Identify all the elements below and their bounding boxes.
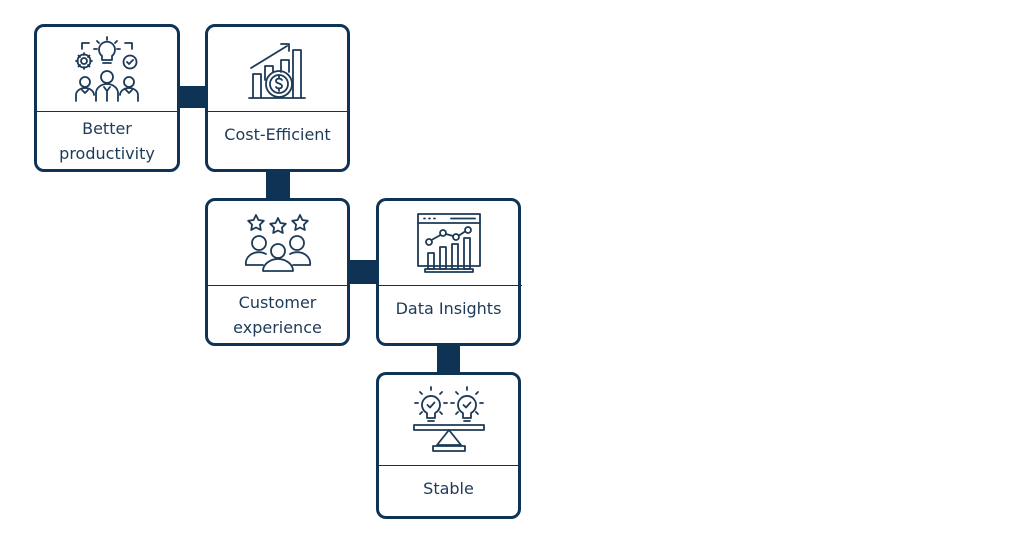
customer-rating-icon bbox=[208, 201, 347, 285]
node-label: Cost-Efficient bbox=[208, 112, 347, 169]
node-cost-efficient: Cost-Efficient bbox=[205, 24, 350, 172]
node-divider bbox=[208, 111, 347, 112]
node-label: Data Insights bbox=[379, 286, 518, 343]
label-line: Cost-Efficient bbox=[224, 125, 331, 144]
label-line: Stable bbox=[423, 478, 474, 498]
label-line: experience bbox=[233, 317, 322, 337]
connector-customer-data bbox=[346, 260, 379, 284]
dollar-growth-chart-icon bbox=[208, 27, 347, 111]
label-line: Data Insights bbox=[395, 299, 502, 318]
connector-cost-customer bbox=[266, 168, 290, 202]
node-label: Stable bbox=[379, 466, 518, 516]
balance-scale-ideas-icon bbox=[379, 375, 518, 465]
node-stable: Stable bbox=[376, 372, 521, 519]
node-better-productivity: Better productivity bbox=[34, 24, 180, 172]
node-label: Customer experience bbox=[208, 286, 347, 343]
node-data-insights: Data Insights bbox=[376, 198, 522, 346]
label-line: productivity bbox=[59, 143, 155, 163]
node-divider bbox=[37, 111, 177, 112]
node-customer-experience: Customer experience bbox=[205, 198, 350, 346]
node-divider bbox=[379, 465, 518, 466]
label-line: Better bbox=[82, 118, 132, 138]
node-divider bbox=[379, 285, 522, 286]
node-divider bbox=[208, 285, 347, 286]
label-line: Customer bbox=[238, 292, 317, 312]
team-productivity-icon bbox=[37, 27, 177, 111]
connector-productivity-cost bbox=[176, 86, 208, 108]
analytics-dashboard-icon bbox=[379, 201, 518, 285]
node-label: Better productivity bbox=[37, 112, 177, 169]
connector-data-stable bbox=[437, 342, 460, 376]
